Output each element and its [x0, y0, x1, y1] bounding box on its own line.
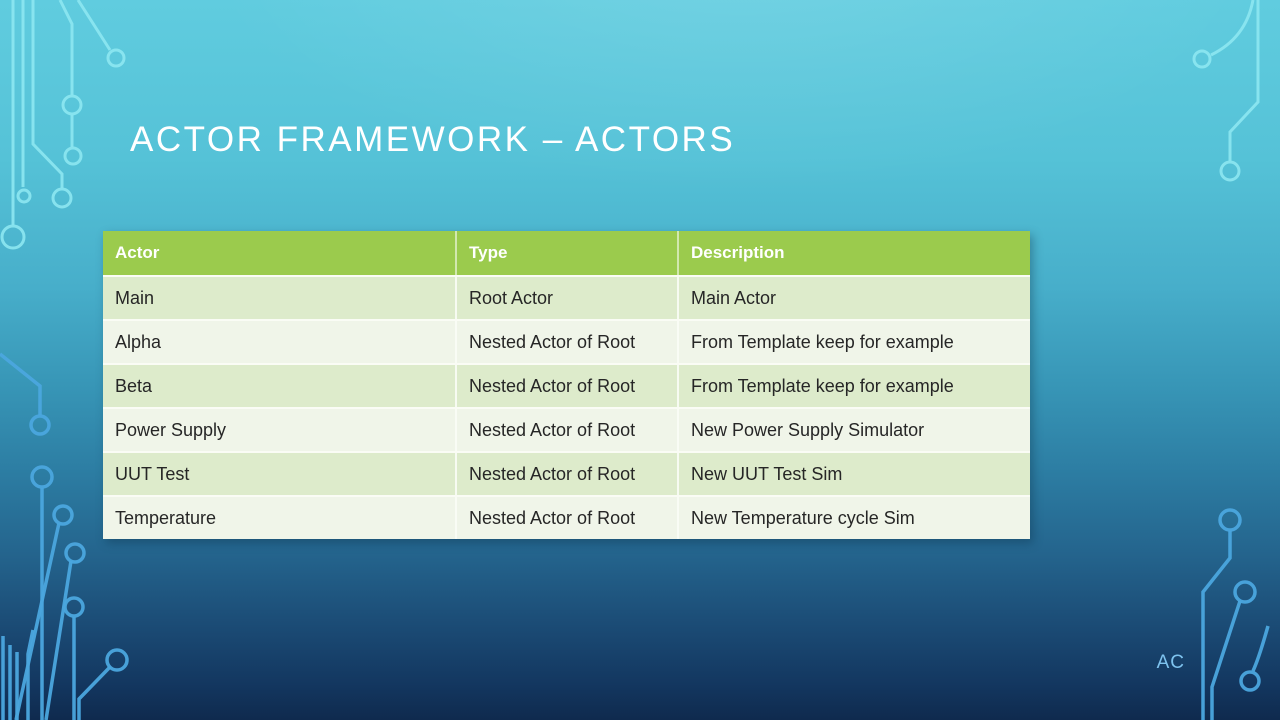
table-cell: Nested Actor of Root [457, 321, 679, 363]
table-cell: Alpha [103, 321, 457, 363]
circuit-trace-light-group [0, 0, 1260, 250]
table-cell: Root Actor [457, 277, 679, 319]
table-cell: New UUT Test Sim [691, 463, 843, 484]
table-cell: New Temperature cycle Sim [691, 507, 915, 528]
table-cell: Nested Actor of Root [457, 497, 679, 539]
table-header-type: Type [457, 231, 679, 275]
table-cell: Nested Actor of Root [457, 365, 679, 407]
table-cell: Power Supply [103, 409, 457, 451]
table-header-actor: Actor [103, 231, 457, 275]
table-cell: Nested Actor of Root [457, 453, 679, 495]
footer-initials: AC [1156, 652, 1185, 673]
table-cell: Beta [103, 365, 457, 407]
table-header-row: Actor Type Description [103, 231, 1030, 275]
circuit-trace-blue-group [0, 352, 1270, 720]
table-cell: Temperature [103, 497, 457, 539]
table-cell: New Power Supply Simulator [691, 419, 925, 440]
table-cell: From Template keep for example [691, 375, 954, 396]
table-cell: Main [103, 277, 457, 319]
table-cell: From Template keep for example [691, 331, 954, 352]
table-cell: Main Actor [691, 287, 777, 308]
slide-title: ACTOR FRAMEWORK – ACTORS [130, 120, 736, 159]
table-cell: UUT Test [103, 453, 457, 495]
table-cell: Nested Actor of Root [457, 409, 679, 451]
table-header-description: Description [691, 243, 785, 262]
